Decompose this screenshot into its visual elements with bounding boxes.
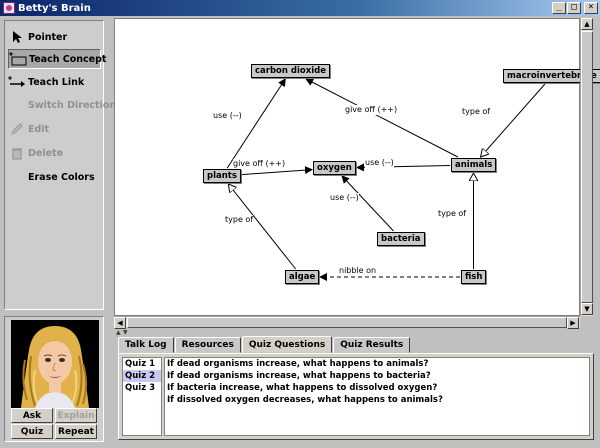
link-label[interactable]: give off (++)	[345, 105, 398, 115]
concept-node-macroinvertebrate[interactable]: macroinvertebrate	[503, 69, 600, 83]
betty-avatar	[11, 320, 99, 408]
scroll-down-icon[interactable]: ▼	[581, 303, 593, 315]
tool-label: Teach Link	[28, 76, 85, 88]
quiz-item-3[interactable]: Quiz 3	[125, 383, 156, 393]
tab-resources[interactable]: Resources	[174, 337, 241, 353]
pointer-tool[interactable]: Pointer	[8, 27, 101, 47]
concept-link-bacteria-oxygen[interactable]	[341, 175, 394, 232]
tool-label: Edit	[28, 123, 50, 135]
scroll-left-icon[interactable]: ◀	[114, 317, 126, 329]
bottom-tabs: Talk Log Resources Quiz Questions Quiz R…	[118, 336, 411, 353]
quiz-item-1[interactable]: Quiz 1	[125, 359, 156, 369]
close-button[interactable]: ×	[584, 2, 598, 14]
question-item[interactable]: If bacteria increase, what happens to di…	[167, 383, 438, 393]
link-label[interactable]: nibble on	[339, 266, 377, 276]
concept-link-animals-carbon-dioxide[interactable]	[305, 78, 459, 158]
teach-link-tool[interactable]: Teach Link	[8, 72, 101, 92]
concept-node-algae[interactable]: algae	[285, 270, 320, 284]
scroll-right-icon[interactable]: ▶	[567, 317, 579, 329]
concept-node-plants[interactable]: plants	[203, 169, 241, 183]
tool-label: Teach Concept	[29, 53, 107, 65]
quiz-questions-panel: Quiz 1 Quiz 2 Quiz 3 If dead organisms i…	[118, 353, 594, 440]
window-title: Betty's Brain	[18, 2, 91, 14]
question-item[interactable]: If dead organisms increase, what happens…	[167, 371, 431, 381]
question-item[interactable]: If dissolved oxygen decreases, what happ…	[167, 395, 443, 405]
vertical-scroll-thumb[interactable]	[581, 31, 593, 303]
scroll-up-icon[interactable]: ▲	[581, 18, 593, 30]
explain-button[interactable]: Explain	[55, 408, 97, 423]
link-label[interactable]: use (--)	[330, 193, 359, 203]
agent-panel: Ask Explain Quiz Repeat	[4, 316, 104, 442]
concept-node-fish[interactable]: fish	[461, 270, 487, 284]
horizontal-scrollbar[interactable]: ◀ ▶	[114, 316, 580, 329]
concept-map-canvas[interactable]: carbon dioxide macroinvertebrate plants oxy…	[114, 18, 600, 316]
concept-link-plants-oxygen[interactable]	[241, 166, 313, 176]
tool-label: Erase Colors	[28, 171, 95, 183]
concept-node-animals[interactable]: animals	[451, 158, 497, 172]
horizontal-scroll-thumb[interactable]	[127, 317, 567, 328]
concept-links	[226, 78, 546, 281]
erase-colors-tool[interactable]: Erase Colors	[8, 167, 101, 187]
ask-button[interactable]: Ask	[11, 408, 53, 423]
quiz-item-2[interactable]: Quiz 2	[123, 370, 161, 382]
quiz-list: Quiz 1 Quiz 2 Quiz 3	[122, 357, 162, 436]
link-label[interactable]: give off (++)	[233, 159, 286, 169]
link-label[interactable]: type of	[438, 209, 467, 219]
minimize-button[interactable]: _	[552, 2, 566, 14]
title-bar: Betty's Brain _ □ ×	[0, 0, 600, 16]
tab-talk-log[interactable]: Talk Log	[118, 337, 174, 353]
link-label[interactable]: use (--)	[213, 111, 242, 121]
switch-direction-tool[interactable]: Switch Direction	[8, 95, 116, 115]
pane-splitter[interactable]: ▲ ▼	[114, 329, 594, 336]
concept-link-plants-carbon-dioxide[interactable]	[226, 78, 286, 169]
tool-label: Pointer	[28, 31, 68, 43]
tab-quiz-results[interactable]: Quiz Results	[333, 337, 411, 353]
collapse-down-icon[interactable]: ▼	[123, 329, 128, 336]
quiz-button[interactable]: Quiz	[11, 424, 53, 439]
concept-link-algae-plants[interactable]	[228, 184, 297, 270]
question-list: If dead organisms increase, what happens…	[164, 357, 590, 436]
delete-tool[interactable]: Delete	[8, 143, 101, 163]
concept-box-icon	[9, 51, 27, 67]
tool-label: Delete	[28, 147, 64, 159]
vertical-scrollbar[interactable]: ▲ ▼	[580, 18, 593, 316]
collapse-up-icon[interactable]: ▲	[116, 329, 121, 336]
concept-node-carbon-dioxide[interactable]: carbon dioxide	[251, 64, 330, 78]
concept-link-macroinvertebrate-animals[interactable]	[481, 83, 546, 157]
concept-node-oxygen[interactable]: oxygen	[313, 161, 356, 175]
concept-node-bacteria[interactable]: bacteria	[377, 232, 425, 246]
link-label[interactable]: type of	[462, 107, 491, 117]
app-icon	[3, 2, 15, 14]
pencil-icon	[8, 121, 26, 137]
teach-concept-tool[interactable]: Teach Concept	[8, 49, 106, 69]
link-label[interactable]: type of	[225, 215, 254, 225]
trash-icon	[8, 145, 26, 161]
tab-quiz-questions[interactable]: Quiz Questions	[241, 336, 333, 353]
edit-tool[interactable]: Edit	[8, 119, 101, 139]
link-label[interactable]: use (--)	[365, 158, 394, 168]
link-arrow-icon	[8, 74, 26, 90]
question-item[interactable]: If dead organisms increase, what happens…	[167, 359, 429, 369]
tool-palette: Pointer Teach Concept Teach Link Switch …	[4, 20, 116, 310]
maximize-button[interactable]: □	[567, 2, 581, 14]
repeat-button[interactable]: Repeat	[55, 424, 97, 439]
tool-label: Switch Direction	[28, 99, 117, 111]
pointer-arrow-icon	[8, 29, 26, 45]
